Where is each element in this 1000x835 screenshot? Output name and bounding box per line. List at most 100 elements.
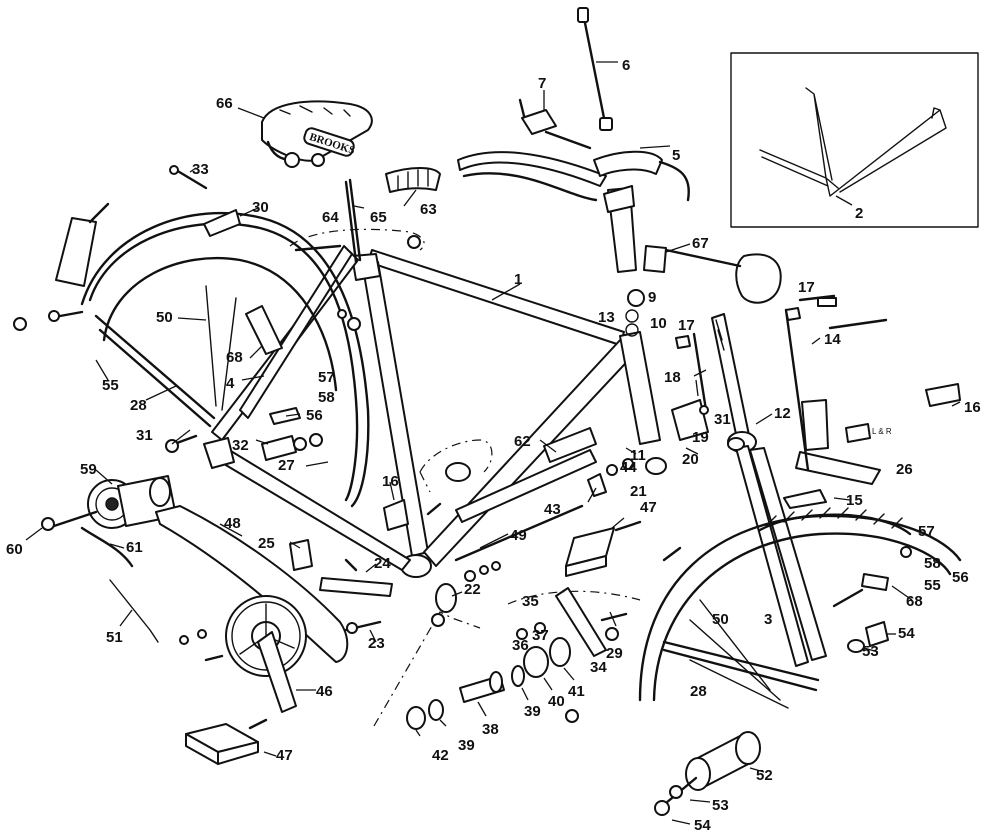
- part-label-60: 60: [6, 541, 23, 558]
- inset-stand-view: [730, 52, 979, 228]
- part-label-43: 43: [544, 501, 561, 518]
- pedal-right: [555, 517, 642, 657]
- part-label-57-front: 57: [918, 523, 935, 540]
- main-frame: [203, 178, 661, 578]
- part-label-28-rear: 28: [130, 397, 147, 414]
- part-label-67: 67: [692, 235, 709, 252]
- part-label-35: 35: [522, 593, 539, 610]
- centre-small-parts: [13, 165, 837, 643]
- part-label-32: 32: [232, 437, 249, 454]
- part-label-6: 6: [622, 57, 630, 74]
- part-label-53-right: 53: [862, 643, 879, 660]
- inset-frame: [730, 52, 979, 228]
- part-label-63: 63: [420, 201, 437, 218]
- saddle: BROOKS: [237, 100, 373, 168]
- part-label-19: 19: [692, 429, 709, 446]
- part-label-55-front: 55: [924, 577, 941, 594]
- right-small-parts: [832, 546, 913, 653]
- part-label-47-right: 47: [640, 499, 657, 516]
- front-hub: [654, 731, 765, 825]
- part-label-58-rear: 58: [318, 389, 335, 406]
- part-label-27: 27: [278, 457, 295, 474]
- part-label-13: 13: [598, 309, 615, 326]
- part-label-39-a: 39: [458, 737, 475, 754]
- part-label-1: 1: [514, 271, 522, 288]
- pedal-left: [185, 718, 277, 765]
- part-label-14: 14: [824, 331, 841, 348]
- part-label-55-rear: 55: [102, 377, 119, 394]
- rear-mudguard-wheel: [55, 202, 370, 508]
- part-label-50-rear: 50: [156, 309, 173, 326]
- part-label-42: 42: [432, 747, 449, 764]
- part-label-2: 2: [855, 205, 863, 222]
- part-label-33: 33: [192, 161, 209, 178]
- part-label-24: 24: [374, 555, 391, 572]
- rear-hub-sprocket: [25, 469, 177, 643]
- part-label-53-bottom: 53: [712, 797, 729, 814]
- part-label-51: 51: [106, 629, 123, 646]
- part-label-31-right: 31: [714, 411, 731, 428]
- inset-stand-drawing: [759, 87, 947, 197]
- part-label-50-front: 50: [712, 611, 729, 628]
- part-label-21: 21: [630, 483, 647, 500]
- part-label-4: 4: [226, 375, 235, 392]
- part-label-65: 65: [370, 209, 387, 226]
- part-label-48: 48: [224, 515, 241, 532]
- part-label-57-rear: 57: [318, 369, 335, 386]
- part-label-16-lock: 16: [382, 473, 399, 490]
- part-label-36: 36: [512, 637, 529, 654]
- part-label-37: 37: [532, 627, 549, 644]
- part-label-47-left: 47: [276, 747, 293, 764]
- part-label-49: 49: [510, 527, 527, 544]
- part-label-58-front: 58: [924, 555, 941, 572]
- part-label-54-bottom: 54: [694, 817, 711, 834]
- part-label-54-right: 54: [898, 625, 915, 642]
- part-label-17-b: 17: [798, 279, 815, 296]
- part-label-46: 46: [316, 683, 333, 700]
- part-label-56-front: 56: [952, 569, 969, 586]
- part-label-10: 10: [650, 315, 667, 332]
- part-label-64: 64: [322, 209, 339, 226]
- front-fork-assembly: L & R: [625, 243, 962, 709]
- part-label-34: 34: [590, 659, 607, 676]
- part-label-11: 11: [630, 447, 646, 464]
- part-label-20: 20: [682, 451, 699, 468]
- part-label-22: 22: [464, 581, 481, 598]
- part-label-15: 15: [846, 492, 863, 509]
- part-label-68-front: 68: [906, 593, 923, 610]
- part-label-23: 23: [368, 635, 385, 652]
- part-label-3: 3: [764, 611, 772, 628]
- part-label-40: 40: [548, 693, 565, 710]
- part-label-39-b: 39: [524, 703, 541, 720]
- saddle-brand-plate: [303, 127, 355, 157]
- part-label-29: 29: [606, 645, 623, 662]
- part-label-61: 61: [126, 539, 143, 556]
- handlebar-assembly: [385, 7, 690, 273]
- part-label-18: 18: [664, 369, 681, 386]
- part-label-62: 62: [514, 433, 531, 450]
- part-label-41: 41: [568, 683, 585, 700]
- part-label-16-lamp-bracket: 16: [964, 399, 981, 416]
- part-label-66: 66: [216, 95, 233, 112]
- part-label-38: 38: [482, 721, 499, 738]
- bottom-bracket-parts: [373, 590, 641, 737]
- part-label-9: 9: [648, 289, 656, 306]
- chainwheel-crank: [179, 595, 316, 713]
- part-label-59: 59: [80, 461, 97, 478]
- part-label-56-rear: 56: [306, 407, 323, 424]
- part-label-25: 25: [258, 535, 275, 552]
- part-label-17-a: 17: [678, 317, 695, 334]
- part-label-52: 52: [756, 767, 773, 784]
- part-label-28-front: 28: [690, 683, 707, 700]
- part-label-26: 26: [896, 461, 913, 478]
- part-label-5: 5: [672, 147, 680, 164]
- part-label-30: 30: [252, 199, 269, 216]
- part-label-31-left: 31: [136, 427, 153, 444]
- fork-marking: L & R: [872, 427, 892, 436]
- part-label-68-rear: 68: [226, 349, 243, 366]
- part-label-7: 7: [538, 75, 546, 92]
- part-label-44: 44: [620, 459, 637, 476]
- part-label-12: 12: [774, 405, 791, 422]
